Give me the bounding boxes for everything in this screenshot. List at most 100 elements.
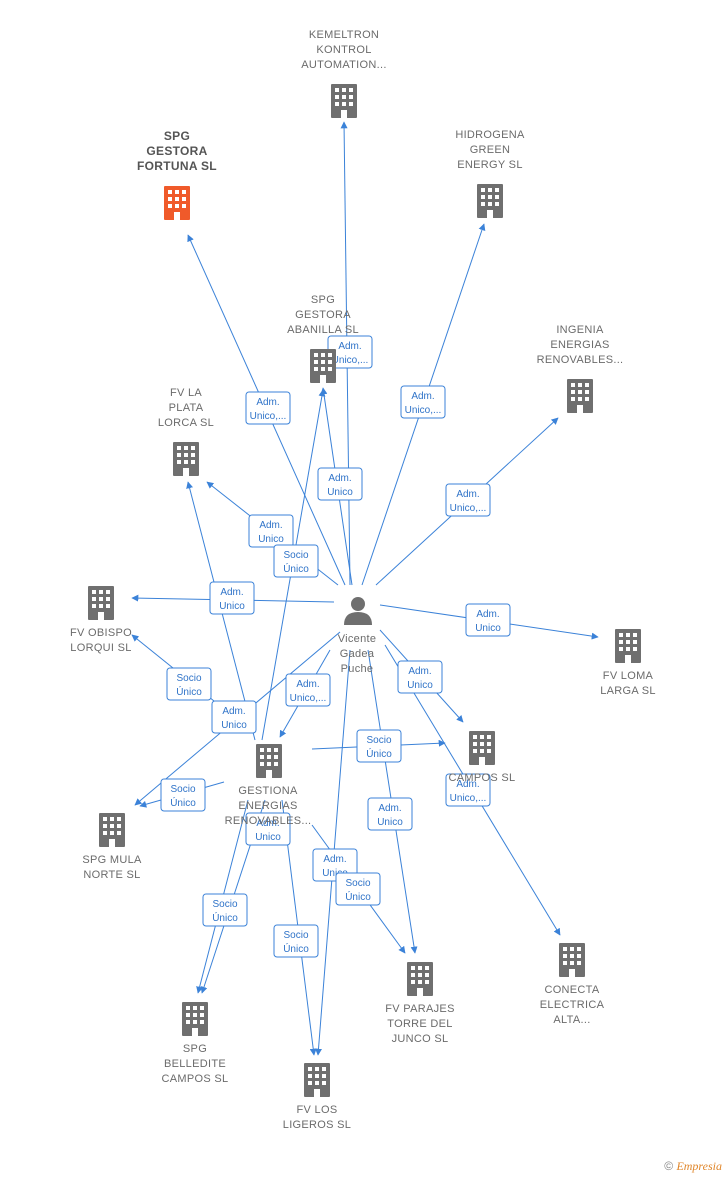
relation-label-text: Unico,...	[332, 355, 369, 366]
building-icon[interactable]	[182, 1002, 208, 1036]
relation-label-text: Adm.	[408, 666, 431, 677]
building-icon[interactable]	[304, 1063, 330, 1097]
relation-label-box	[285, 673, 331, 707]
hub-company-node[interactable]: GESTIONAENERGIASRENOVABLES...	[225, 744, 312, 827]
relation-label[interactable]: Adm.Unico,...	[445, 483, 491, 517]
relation-label-box	[211, 700, 257, 734]
company-node-kemeltron[interactable]: KEMELTRON KONTROL AUTOMATION...	[301, 29, 386, 118]
relation-label-text: Adm.	[476, 609, 499, 620]
building-icon[interactable]	[164, 186, 190, 220]
relation-label-text: Adm.	[338, 341, 361, 352]
relation-label-box	[400, 385, 446, 419]
company-label: FORTUNA SL	[137, 159, 217, 173]
building-icon[interactable]	[407, 962, 433, 996]
company-label: KONTROL	[316, 44, 371, 56]
relation-label-text: Adm.	[411, 391, 434, 402]
relation-label[interactable]: Adm.Unico	[367, 797, 413, 831]
relation-label[interactable]: Adm. Unico	[209, 581, 255, 615]
hub-label: ENERGIAS	[238, 800, 297, 812]
relation-label-box	[209, 581, 255, 615]
relation-label-text: Unico	[255, 832, 281, 843]
company-label: CONECTA	[544, 984, 599, 996]
company-label: FV OBISPO	[70, 627, 132, 639]
building-icon[interactable]	[99, 813, 125, 847]
person-label: Vicente	[338, 633, 377, 645]
company-label: INGENIA	[556, 324, 604, 336]
building-icon[interactable]	[469, 731, 495, 765]
building-icon[interactable]	[88, 586, 114, 620]
building-icon[interactable]	[559, 943, 585, 977]
building-icon[interactable]	[567, 379, 593, 413]
relation-label-text: Unico	[219, 601, 245, 612]
relation-label[interactable]: Adm.Unico,...	[245, 391, 291, 425]
building-icon[interactable]	[331, 84, 357, 118]
relation-label[interactable]: Adm.Unico	[317, 467, 363, 501]
relation-label[interactable]: Adm.Unico	[245, 812, 291, 846]
relation-label-box	[356, 729, 402, 763]
building-icon[interactable]	[615, 629, 641, 663]
company-label: CAMPOS SL	[449, 772, 516, 784]
relation-label-box	[202, 893, 248, 927]
relation-label-text: Adm.	[259, 520, 282, 531]
relation-label-text: Unico,...	[290, 693, 327, 704]
relation-label-text: Socio	[283, 550, 308, 561]
relation-label-text: Único	[170, 796, 196, 809]
relation-label-text: Adm.	[220, 587, 243, 598]
relation-label-text: Socio	[170, 784, 195, 795]
relation-label-text: Único	[212, 911, 238, 924]
relation-label-box	[335, 872, 381, 906]
company-label: LARGA SL	[600, 685, 656, 697]
company-node-campos[interactable]: CAMPOS SL	[449, 731, 516, 784]
company-label: GESTORA	[295, 309, 351, 321]
company-label: GESTORA	[146, 144, 207, 158]
company-label: SPG	[164, 129, 190, 143]
company-label: KEMELTRON	[309, 29, 379, 41]
relation-label-box	[273, 544, 319, 578]
relation-label[interactable]: Adm. Unico,...	[327, 335, 373, 369]
relation-label-box	[160, 778, 206, 812]
company-label: LORCA SL	[158, 417, 214, 429]
relation-label[interactable]: Adm.Unico	[465, 603, 511, 637]
company-label: AUTOMATION...	[301, 59, 386, 71]
relation-label[interactable]: Adm.Unico	[397, 660, 443, 694]
relation-label[interactable]: Adm.Unico	[211, 700, 257, 734]
building-icon[interactable]	[173, 442, 199, 476]
relation-label-text: Unico,...	[405, 405, 442, 416]
relation-label-text: Único	[366, 747, 392, 760]
relation-label[interactable]: Adm.Unico	[248, 514, 294, 548]
relation-label[interactable]: Adm.Unico,...	[445, 773, 491, 807]
building-icon[interactable]	[256, 744, 282, 778]
relation-label-text: Adm.	[323, 854, 346, 865]
relation-label-text: Único	[176, 685, 202, 698]
company-node-conecta[interactable]: CONECTAELECTRICAALTA...	[540, 943, 605, 1026]
relation-label[interactable]: Adm. Unico,...	[400, 385, 446, 419]
building-icon[interactable]	[310, 349, 336, 383]
company-label: ALTA...	[553, 1014, 590, 1026]
relation-label[interactable]: Adm.Unico,...	[285, 673, 331, 707]
hub-label: GESTIONA	[238, 785, 298, 797]
company-node-ingenia[interactable]: INGENIAENERGIASRENOVABLES...	[537, 324, 624, 413]
relation-label-text: Adm.	[328, 473, 351, 484]
person-icon[interactable]	[344, 597, 372, 625]
company-label: SPG	[183, 1043, 207, 1055]
relation-label-text: Unico	[221, 720, 247, 731]
building-icon[interactable]	[477, 184, 503, 218]
